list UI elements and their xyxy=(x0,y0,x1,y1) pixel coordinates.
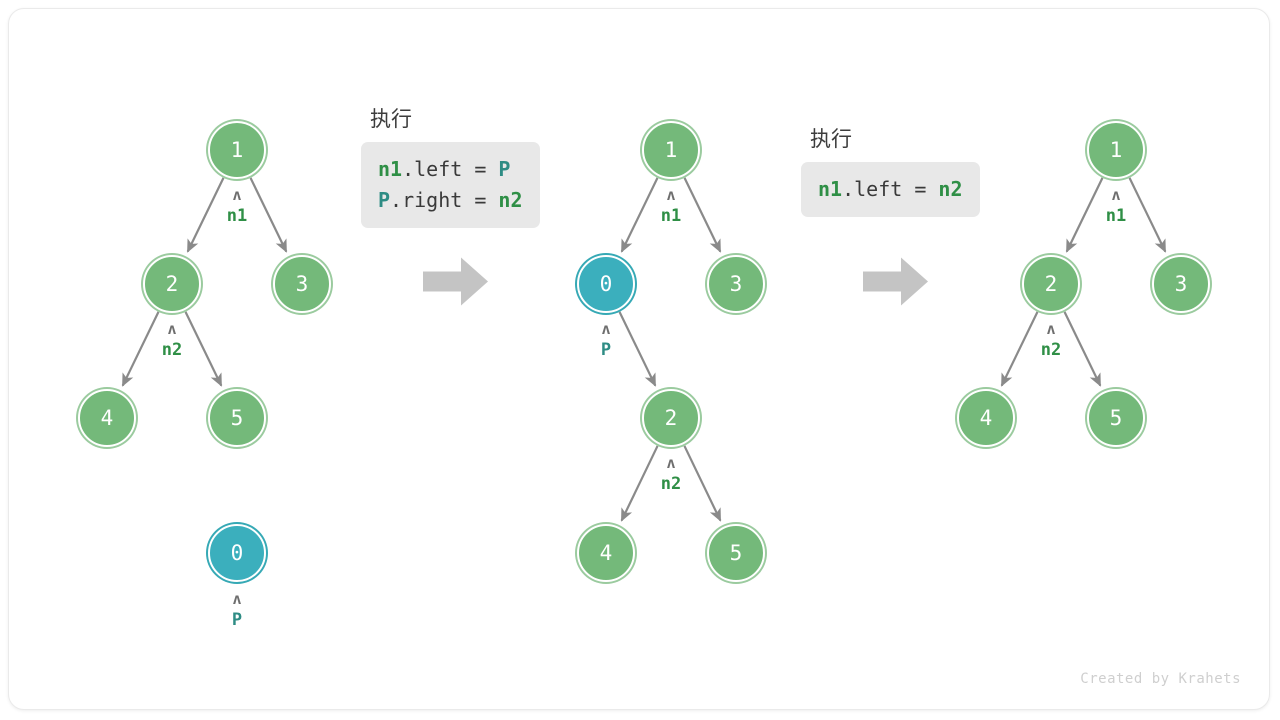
caret-icon: ʌ xyxy=(232,186,242,204)
pointer-label-n2: ʌ n2 xyxy=(161,320,183,361)
pointer-name: P xyxy=(231,610,243,630)
code-token: n1 xyxy=(378,157,403,181)
code-token: n1 xyxy=(818,177,843,201)
tree-edge xyxy=(1000,311,1039,387)
pointer-name: n2 xyxy=(660,474,682,494)
transition-arrow-icon xyxy=(863,256,929,313)
code-token: n2 xyxy=(498,188,523,212)
pointer-name: P xyxy=(600,340,612,360)
code-line: n1.left = n2 xyxy=(818,174,963,205)
pointer-name: n1 xyxy=(226,206,248,226)
code-token: .left = xyxy=(842,177,939,201)
transition-arrow-icon xyxy=(423,256,489,313)
pointer-name: n1 xyxy=(660,206,682,226)
tree-node-3: 3 xyxy=(1152,255,1210,313)
tree-node-4: 4 xyxy=(957,389,1015,447)
caret-icon: ʌ xyxy=(666,186,676,204)
tree-edge xyxy=(620,177,659,253)
code-line: n1.left = P xyxy=(378,154,523,185)
tree-edge xyxy=(249,177,288,253)
pointer-label-n1: ʌ n1 xyxy=(1105,186,1127,227)
step-2: 执行 n1.left = n2 xyxy=(801,125,980,217)
tree-node-0: 0 xyxy=(208,524,266,582)
tree-edge xyxy=(683,177,722,253)
caret-icon: ʌ xyxy=(167,320,177,338)
caret-icon: ʌ xyxy=(232,590,242,608)
pointer-label-n1: ʌ n1 xyxy=(226,186,248,227)
tree-node-1: 1 xyxy=(1087,121,1145,179)
tree-node-3: 3 xyxy=(273,255,331,313)
tree-node-2: 2 xyxy=(143,255,201,313)
exec-label: 执行 xyxy=(370,107,412,131)
pointer-name: n1 xyxy=(1105,206,1127,226)
watermark: Created by Krahets xyxy=(1080,671,1241,687)
caret-icon: ʌ xyxy=(1111,186,1121,204)
tree-node-2: 2 xyxy=(1022,255,1080,313)
tree-edge xyxy=(618,311,657,387)
tree-edge xyxy=(184,311,223,387)
tree-edge xyxy=(186,177,225,253)
tree-node-5: 5 xyxy=(208,389,266,447)
caret-icon: ʌ xyxy=(1046,320,1056,338)
exec-label: 执行 xyxy=(810,127,852,151)
tree-node-1: 1 xyxy=(642,121,700,179)
edge-group xyxy=(121,177,1167,522)
tree-node-0: 0 xyxy=(577,255,635,313)
tree-node-2: 2 xyxy=(642,389,700,447)
pointer-label-n1: ʌ n1 xyxy=(660,186,682,227)
tree-node-5: 5 xyxy=(1087,389,1145,447)
pointer-label-n2: ʌ n2 xyxy=(660,454,682,495)
caret-icon: ʌ xyxy=(666,454,676,472)
pointer-name: n2 xyxy=(161,340,183,360)
tree-edge xyxy=(683,445,722,522)
tree-node-3: 3 xyxy=(707,255,765,313)
code-token: P xyxy=(378,188,391,212)
tree-edge xyxy=(121,311,160,387)
tree-node-4: 4 xyxy=(78,389,136,447)
pointer-name: n2 xyxy=(1040,340,1062,360)
tree-node-4: 4 xyxy=(577,524,635,582)
tree-edge xyxy=(1065,177,1104,253)
tree-node-5: 5 xyxy=(707,524,765,582)
code-token: P xyxy=(498,157,511,181)
code-token: n2 xyxy=(938,177,963,201)
caret-icon: ʌ xyxy=(601,320,611,338)
code-token: .left = xyxy=(402,157,499,181)
tree-node-1: 1 xyxy=(208,121,266,179)
tree-edge xyxy=(1128,177,1167,253)
tree-edge xyxy=(620,445,659,522)
code-line: P.right = n2 xyxy=(378,185,523,216)
tree-edge xyxy=(1063,311,1102,387)
pointer-label-n2: ʌ n2 xyxy=(1040,320,1062,361)
tree-edges-layer xyxy=(121,177,1167,522)
code-block: n1.left = n2 xyxy=(801,162,980,217)
code-token: .right = xyxy=(390,188,499,212)
